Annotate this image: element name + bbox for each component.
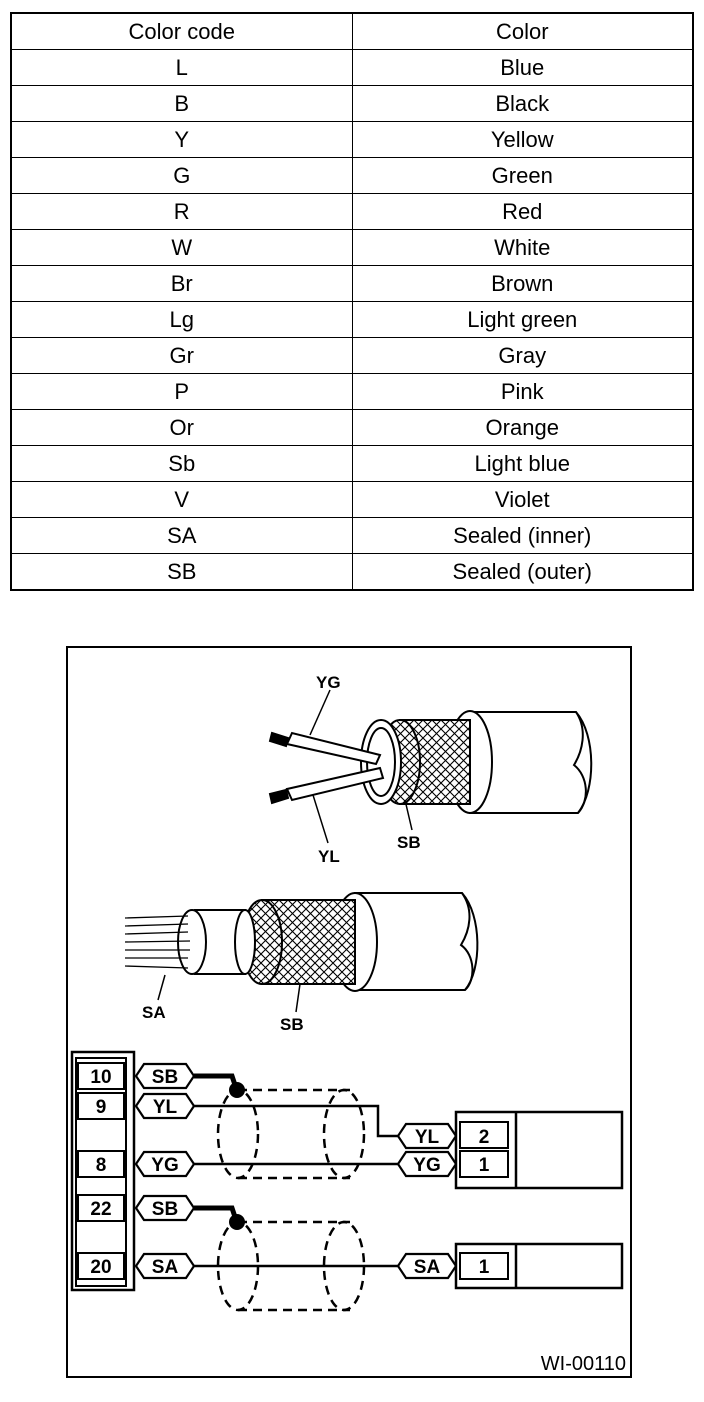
cable-2-illustration bbox=[124, 892, 479, 1013]
right-2-pin-1: 1 bbox=[479, 1257, 490, 1278]
left-wire-yl: YL bbox=[153, 1097, 178, 1118]
left-wire-yg: YG bbox=[151, 1155, 178, 1176]
color-code-cell: L bbox=[10, 49, 353, 86]
right-connector-2 bbox=[454, 1242, 624, 1290]
color-code-cell: Lg bbox=[10, 301, 353, 338]
cable-1-shield-label: SB bbox=[397, 833, 421, 852]
cable-1-wire-yg-label: YG bbox=[316, 673, 341, 692]
left-pin-9: 9 bbox=[96, 1097, 107, 1118]
left-pin-20: 20 bbox=[90, 1257, 111, 1278]
right-wire-sa: SA bbox=[414, 1257, 441, 1278]
color-name-cell: Sealed (inner) bbox=[351, 517, 694, 554]
color-name-cell: Sealed (outer) bbox=[351, 553, 694, 591]
color-code-cell: SA bbox=[10, 517, 353, 554]
left-wire-tags bbox=[134, 1062, 196, 1280]
color-code-cell: Br bbox=[10, 265, 353, 302]
right-1-pin-2: 2 bbox=[479, 1127, 490, 1148]
left-wire-sb-1: SB bbox=[152, 1067, 178, 1088]
color-name-cell: Gray bbox=[351, 337, 694, 374]
color-name-cell: Red bbox=[351, 193, 694, 230]
table-header-row: Color code Color bbox=[10, 12, 694, 50]
cable-2-shield-label: SB bbox=[280, 1015, 304, 1034]
color-name-cell: Pink bbox=[351, 373, 694, 410]
right-1-pin-1: 1 bbox=[479, 1155, 490, 1176]
header-color: Color bbox=[351, 12, 694, 50]
left-pin-10: 10 bbox=[90, 1067, 111, 1088]
cable-1-wire-yl-label: YL bbox=[318, 847, 340, 866]
figure-id: WI-00110 bbox=[541, 1353, 626, 1375]
left-pin-8: 8 bbox=[96, 1155, 107, 1176]
color-name-cell: Violet bbox=[351, 481, 694, 518]
color-code-cell: P bbox=[10, 373, 353, 410]
color-code-cell: Y bbox=[10, 121, 353, 158]
left-connector bbox=[70, 1050, 136, 1292]
color-code-cell: Gr bbox=[10, 337, 353, 374]
color-name-cell: Orange bbox=[351, 409, 694, 446]
cable-1-illustration bbox=[268, 689, 593, 844]
color-code-cell: Sb bbox=[10, 445, 353, 482]
right-wire-tags bbox=[396, 1122, 458, 1280]
schematic-wiring bbox=[194, 1073, 400, 1312]
right-wire-yg: YG bbox=[413, 1155, 440, 1176]
color-name-cell: Black bbox=[351, 85, 694, 122]
left-wire-sa: SA bbox=[152, 1257, 179, 1278]
color-code-cell: G bbox=[10, 157, 353, 194]
cable-2-inner-label: SA bbox=[142, 1003, 166, 1022]
color-name-cell: Light blue bbox=[351, 445, 694, 482]
right-connector-1 bbox=[454, 1110, 624, 1190]
right-wire-yl: YL bbox=[415, 1127, 440, 1148]
color-name-cell: Light green bbox=[351, 301, 694, 338]
wiring-figure-frame bbox=[66, 646, 632, 1378]
color-code-cell: SB bbox=[10, 553, 353, 591]
left-wire-sb-2: SB bbox=[152, 1199, 178, 1220]
color-name-cell: White bbox=[351, 229, 694, 266]
left-pin-22: 22 bbox=[90, 1199, 111, 1220]
color-name-cell: Green bbox=[351, 157, 694, 194]
